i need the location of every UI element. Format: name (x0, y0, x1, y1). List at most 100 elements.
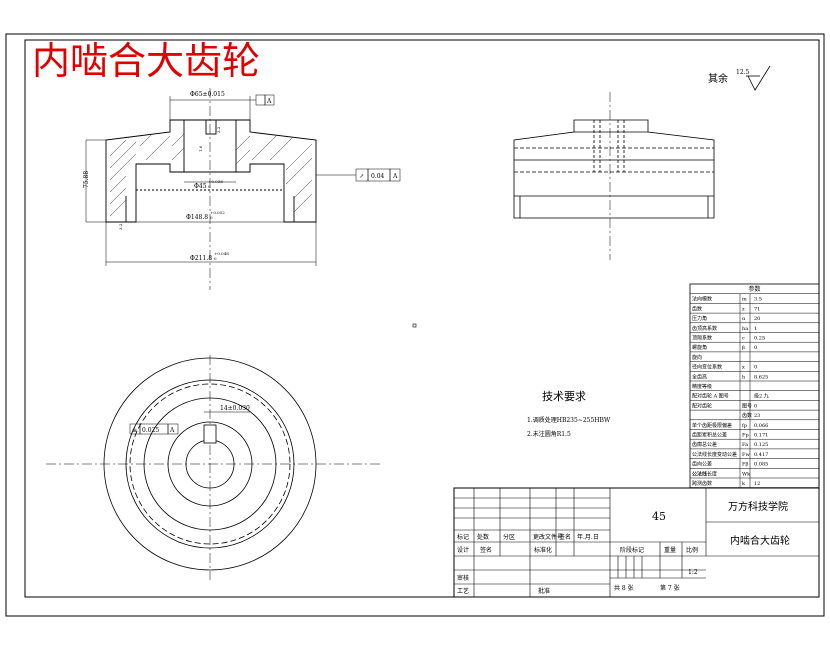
tb-h-mark: 标记 (457, 533, 469, 541)
dim-inner-up: +0.052 (210, 210, 225, 215)
tb-process: 工艺 (457, 587, 469, 595)
params-cell: Fp (742, 433, 749, 439)
params-cell: Fa (742, 442, 748, 448)
tb-sheet-no: 第 7 张 (660, 584, 680, 592)
sym-value: 0.025 (142, 427, 159, 434)
dim-datum-a: A (266, 98, 272, 105)
dim-inner: Φ148.8 (186, 214, 208, 221)
runout-value: 0.04 (371, 173, 385, 180)
params-cell: fp (742, 423, 747, 429)
params-cell: x (742, 365, 745, 371)
params-cell: 齿廓总公差 (692, 441, 717, 448)
dim-outer-up: +0.048 (214, 251, 229, 256)
tb-h-doc: 更改文件号 (533, 533, 563, 541)
params-cell: 顶隙系数 (692, 335, 712, 342)
params-cell: 全齿高 (692, 373, 707, 380)
params-cell: 螺旋角 (692, 344, 707, 351)
dim-hub-up: +0.038 (208, 179, 223, 184)
params-cell: 单个齿距极限偏差 (692, 422, 732, 429)
tb-stage: 阶段标记 (620, 546, 644, 554)
params-cell: 0.417 (754, 452, 768, 458)
params-cell: 精度等级 (692, 383, 712, 390)
runout-symbol: ↗ (359, 173, 364, 180)
params-cell: 23 (754, 413, 760, 419)
params-cell: 旋向 (692, 354, 702, 361)
params-cell: 0.25 (754, 336, 765, 342)
params-cell: 压力角 (692, 315, 707, 322)
params-cell: m (742, 297, 747, 303)
params-cell: 级2.九 (754, 393, 769, 400)
params-cell: Fβ (742, 462, 748, 468)
roughness-value: 12.5 (736, 69, 750, 76)
params-cell: ha (742, 326, 748, 332)
runout-datum: A (392, 173, 398, 180)
tb-sign2: 签名 (480, 546, 492, 554)
params-cell: 0 (754, 345, 757, 351)
params-cell: 齿顶高系数 (692, 325, 717, 332)
sym-symbol: ≡ (132, 427, 137, 434)
dim-bore: Φ65±0.015 (190, 91, 225, 98)
tb-part-name: 内啮合大齿轮 (730, 534, 790, 547)
params-cell: Wk (742, 471, 751, 477)
params-cell: 公法线长度变动公差 (692, 451, 737, 458)
tb-company: 万方科技学院 (728, 500, 788, 513)
params-cell: 8.625 (754, 374, 768, 380)
tb-design: 设计 (457, 546, 469, 554)
params-cell: 齿数 (742, 412, 752, 419)
params-cell: h (742, 374, 746, 380)
params-cell: 配对齿轮 (692, 402, 712, 409)
tb-h-count: 处数 (477, 533, 489, 541)
tb-approve: 批准 (538, 587, 550, 595)
params-cell: 齿距累积总公差 (692, 432, 727, 439)
dim-hub-low: 0 (208, 184, 211, 189)
front-view: Φ65±0.015 A 75.88 Φ45 +0.038 0 Φ148.8 +0… (83, 88, 401, 290)
sym-datum: A (169, 427, 175, 434)
params-cell: 1 (754, 326, 757, 332)
tb-material: 45 (652, 510, 666, 523)
params-cell: α (742, 316, 746, 322)
top-view (46, 355, 380, 580)
ra-teeth: 3.2 (118, 223, 123, 230)
params-cell: 图号 (742, 403, 752, 409)
dim-hub: Φ45 (194, 183, 207, 190)
params-cell: 0.171 (754, 433, 768, 439)
params-cell: Fw (742, 452, 750, 458)
roughness-label: 其余 (708, 72, 728, 85)
params-cell: 12 (754, 481, 760, 487)
params-cell: 0.125 (754, 442, 768, 448)
params-cell: 齿向公差 (692, 461, 712, 468)
tech-item-1: 1.调质处理HB235~255HBW (527, 416, 611, 424)
tb-review: 审核 (457, 574, 469, 582)
params-cell: k (742, 481, 746, 487)
params-cell: 法向模数 (692, 296, 712, 303)
params-cell: 跨测齿数 (692, 480, 712, 487)
tb-scale: 比例 (686, 546, 698, 554)
params-cell: 71 (754, 306, 760, 312)
params-cell: 3.5 (754, 297, 762, 303)
params-cell: c (742, 336, 745, 342)
dim-outer: Φ211.8 (190, 255, 212, 262)
outer-frame (5, 33, 825, 617)
tb-sheets: 共 8 张 (614, 584, 634, 592)
params-table-title: 参数 (749, 285, 761, 293)
params-cell: 齿数 (692, 305, 702, 312)
params-cell: 0.085 (754, 462, 768, 468)
dim-inner-low: 0 (210, 215, 213, 220)
params-cell: z (742, 306, 745, 312)
watermark-title: 内啮合大齿轮 (32, 39, 260, 83)
tb-weight: 重量 (664, 546, 676, 554)
params-group-label: 公法线 (692, 470, 707, 477)
params-cell: 20 (754, 316, 760, 322)
ra-hub: 3.2 (216, 126, 221, 133)
tech-title: 技术要求 (542, 390, 586, 403)
tech-item-2: 2.未注圆角R1.5 (527, 430, 571, 438)
tb-h-date: 年.月.日 (577, 533, 599, 541)
params-cell: 径向变位系数 (692, 364, 722, 371)
tb-h-sign: 签名 (559, 533, 571, 541)
tb-std: 标准化 (534, 546, 552, 554)
side-view (513, 92, 715, 260)
dim-height: 75.88 (83, 171, 90, 188)
params-cell: 公法线长度 (692, 470, 717, 477)
